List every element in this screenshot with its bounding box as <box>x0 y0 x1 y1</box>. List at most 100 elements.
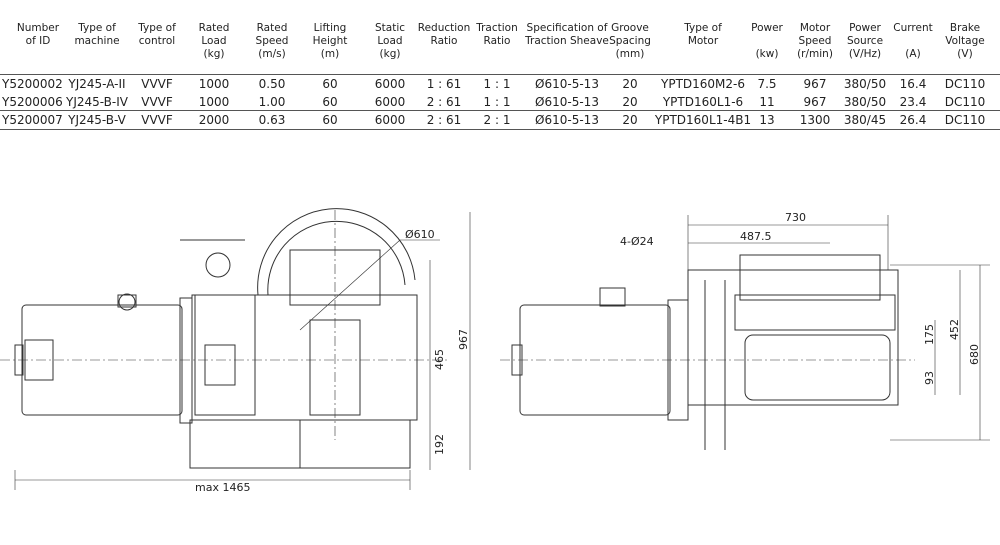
dim-mounting-holes: 4-Ø24 <box>620 235 654 248</box>
table-cell: VVVF <box>141 94 173 109</box>
dim-93: 93 <box>923 371 936 385</box>
table-cell: 967 <box>803 77 827 91</box>
table-cell: 1 : 1 <box>483 94 511 109</box>
header-line: Traction Sheave <box>525 35 609 47</box>
header-line: (m) <box>320 48 340 60</box>
header-line: Ratio <box>483 35 511 47</box>
header-line: Load <box>377 35 403 47</box>
header-line: Lifting <box>313 22 347 34</box>
dim-452: 452 <box>948 319 961 340</box>
table-cell: 967 <box>803 94 827 109</box>
table-cell: 0.63 <box>258 113 286 127</box>
front-view-drawing <box>0 208 471 490</box>
header-line: (kw) <box>755 48 779 60</box>
header-line: Power <box>751 22 783 34</box>
header-line: Ratio <box>430 35 458 47</box>
header-line: Type of <box>684 22 722 34</box>
header-line: Number <box>16 22 60 34</box>
dim-487-5: 487.5 <box>740 230 772 243</box>
table-cell: VVVF <box>141 113 173 127</box>
header-line: Rated <box>256 22 288 34</box>
table-cell: 6000 <box>374 113 406 127</box>
header-line: Rated <box>198 22 230 34</box>
table-cell: Y5200006 <box>2 94 63 109</box>
table-cell: YPTD160L1-6 <box>662 94 744 109</box>
table-cell: YJ245-B-V <box>68 113 126 127</box>
header-line: Voltage <box>945 35 985 47</box>
table-cell: 2 : 61 <box>426 94 462 109</box>
header-line: (mm) <box>615 48 645 60</box>
dim-175: 175 <box>923 324 936 345</box>
table-cell: 380/50 <box>843 94 887 109</box>
table-cell: Ø610-5-13 <box>535 113 599 127</box>
table-cell: 60 <box>322 113 338 127</box>
header-line: Specification of <box>526 22 608 34</box>
table-cell: YPTD160L1-4B1 <box>654 113 752 127</box>
table-cell: 7.5 <box>757 77 777 91</box>
header-line: Source <box>846 35 884 47</box>
table-cell: 6000 <box>374 77 406 91</box>
column-header: Current (A) <box>893 22 932 61</box>
header-line: (kg) <box>379 48 401 60</box>
table-cell: 1 : 61 <box>426 77 462 91</box>
header-line: Type of <box>138 22 176 34</box>
table-cell: 2 : 61 <box>426 113 462 127</box>
header-line: Brake <box>949 22 981 34</box>
table-cell: 1300 <box>799 113 831 127</box>
header-line: control <box>138 35 176 47</box>
header-line: Type of <box>78 22 116 34</box>
table-cell: 6000 <box>374 94 406 109</box>
table-cell: 13 <box>759 113 775 127</box>
header-line: (m/s) <box>258 48 286 60</box>
dim-192: 192 <box>433 434 446 455</box>
table-cell: 2 : 1 <box>483 113 511 127</box>
dim-967: 967 <box>457 329 470 350</box>
table-cell: YJ245-A-II <box>68 77 126 91</box>
dim-680: 680 <box>968 344 981 365</box>
header-line: (A) <box>905 48 921 60</box>
table-cell: Ø610-5-13 <box>535 77 599 91</box>
header-line: (V) <box>957 48 973 60</box>
header-line: Height <box>312 35 348 47</box>
table-cell: DC110 <box>944 113 986 127</box>
table-cell: DC110 <box>944 77 986 91</box>
table-cell: 26.4 <box>899 113 927 127</box>
table-cell: Y5200007 <box>2 113 63 127</box>
table-cell: YJ245-B-IV <box>66 94 128 109</box>
table-cell: 1000 <box>198 77 230 91</box>
side-view-drawing <box>500 215 990 450</box>
column-header: Power (kw) <box>751 22 783 61</box>
dim-sheave-diameter: Ø610 <box>405 228 435 241</box>
header-line: Motor <box>687 35 719 47</box>
table-cell: 11 <box>759 94 775 109</box>
header-line: Traction <box>476 22 518 34</box>
header-line: (V/Hz) <box>848 48 882 60</box>
table-cell: YPTD160M2-6 <box>661 77 745 91</box>
header-line: Speed <box>255 35 289 47</box>
dim-730: 730 <box>785 211 806 224</box>
header-line: Current <box>893 22 933 34</box>
table-cell: Y5200002 <box>2 77 63 91</box>
header-line: Power <box>849 22 881 34</box>
table-cell: 60 <box>322 94 338 109</box>
table-cell: 20 <box>622 94 638 109</box>
table-cell: 1000 <box>198 94 230 109</box>
header-line: (r/min) <box>797 48 833 60</box>
header-line: Motor <box>799 22 831 34</box>
table-cell: 380/45 <box>843 113 887 127</box>
